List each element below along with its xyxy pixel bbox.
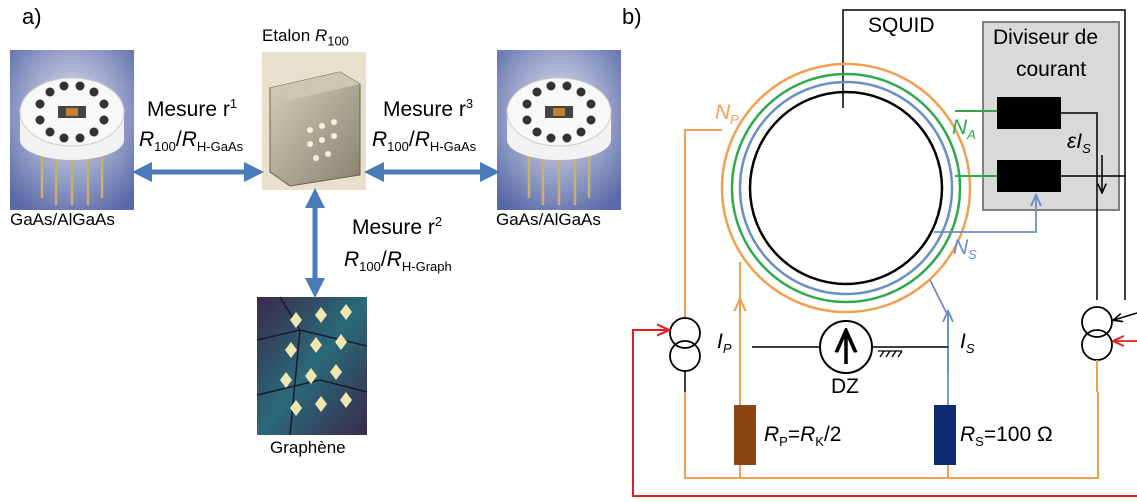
winding-NP: [720, 62, 972, 314]
NP-label: NP: [715, 101, 739, 128]
IS-label: IS: [960, 330, 975, 357]
measure-r1-ratio: R100/RH-GaAs: [139, 128, 244, 155]
divider-resistor-top: [997, 97, 1061, 129]
winding-NA: [730, 72, 962, 304]
squid-label: SQUID: [868, 14, 935, 37]
dz-label: DZ: [831, 375, 859, 398]
panel-a-label: a): [22, 4, 42, 29]
NS-label: NS: [953, 236, 977, 263]
squid-wire: [842, 9, 1126, 300]
measure-r2-label: Mesure r2: [352, 214, 443, 239]
divider-label-line2: courant: [1016, 58, 1087, 81]
etalon-image: [262, 52, 366, 190]
measure-r3-ratio: R100/RH-GaAs: [372, 128, 477, 155]
gaas-right-caption: GaAs/AlGaAs: [496, 210, 601, 229]
ground-symbol: [878, 350, 903, 358]
NA-label: NA: [952, 116, 976, 143]
current-source-left: [669, 317, 701, 349]
resistor-RS: [934, 405, 956, 465]
gaas-left-caption: GaAs/AlGaAs: [10, 210, 115, 229]
RS-label: RS=100 Ω: [960, 423, 1053, 450]
divider-resistor-bottom: [997, 160, 1061, 192]
gaas-sample-left-image: [10, 50, 134, 210]
resistor-RP: [734, 405, 756, 465]
measure-r2-ratio: R100/RH-Graph: [344, 248, 452, 275]
squid-core: [748, 90, 944, 286]
gaas-sample-right-image: [497, 50, 621, 210]
graphene-caption: Graphène: [270, 438, 346, 457]
etalon-title: Etalon R100: [262, 26, 349, 49]
eps-IS-label: εIS: [1067, 130, 1091, 157]
panel-b-label: b): [622, 4, 642, 29]
winding-NS: [738, 80, 954, 296]
measure-r3-label: Mesure r3: [383, 96, 474, 121]
divider-label-line1: Diviseur de: [993, 26, 1099, 49]
current-source-right: [1081, 306, 1113, 338]
graphene-image: [256, 296, 368, 436]
feedback-loop: [632, 330, 1137, 497]
IP-label: IP: [717, 330, 732, 357]
RP-label: RP=RK/2: [764, 423, 842, 450]
measure-r1-label: Mesure r1: [147, 96, 238, 121]
